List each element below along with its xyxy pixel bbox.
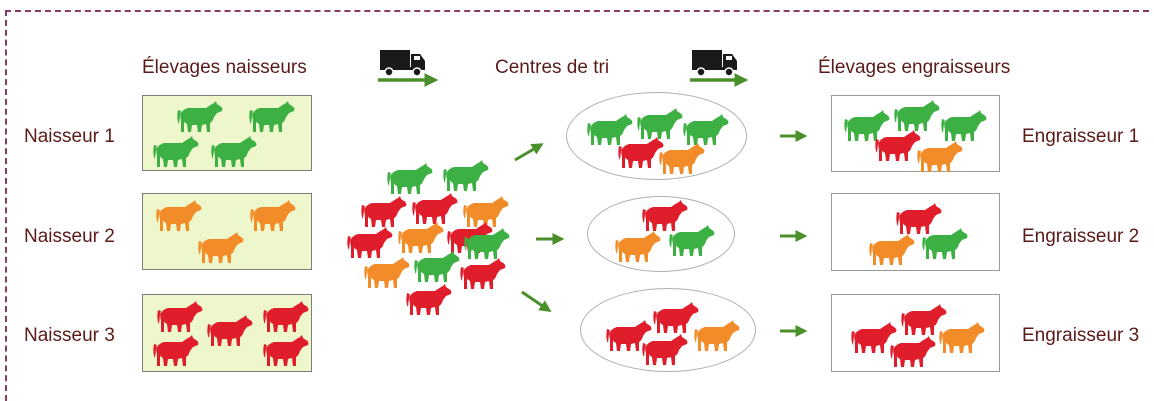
cow-icon bbox=[361, 196, 407, 227]
cow-icon bbox=[615, 231, 661, 262]
arrow-icon bbox=[521, 290, 552, 313]
label-engraisseur-3: Engraisseur 3 bbox=[1022, 325, 1140, 346]
mixed-pool bbox=[347, 160, 510, 315]
engraisseur-2-box bbox=[831, 193, 1000, 271]
cow-icon bbox=[250, 200, 296, 231]
cow-icon bbox=[659, 143, 705, 174]
cow-icon bbox=[637, 108, 683, 139]
dashed-frame bbox=[5, 10, 1149, 401]
cow-icon bbox=[157, 301, 203, 332]
cow-icon bbox=[263, 301, 309, 332]
header-elevages-engraisseurs: Élevages engraisseurs bbox=[818, 57, 1011, 78]
cow-icon bbox=[443, 160, 489, 191]
header-elevages-naisseurs: Élevages naisseurs bbox=[142, 57, 307, 78]
cow-icon bbox=[618, 137, 664, 168]
cow-icon bbox=[642, 200, 688, 231]
cow-icon bbox=[894, 100, 940, 131]
label-naisseur-3: Naisseur 3 bbox=[24, 325, 115, 346]
label-engraisseur-2: Engraisseur 2 bbox=[1022, 226, 1140, 247]
cow-icon bbox=[207, 315, 253, 346]
header-centres-de-tri: Centres de tri bbox=[495, 57, 610, 78]
cow-icon bbox=[694, 320, 740, 351]
cow-icon bbox=[263, 335, 309, 366]
cow-icon bbox=[851, 322, 897, 353]
cow-icon bbox=[387, 163, 433, 194]
cow-icon bbox=[406, 284, 452, 315]
cow-icon bbox=[875, 130, 921, 161]
cow-icon bbox=[249, 101, 295, 132]
naisseur-2-box bbox=[142, 193, 312, 270]
cow-icon bbox=[412, 193, 458, 224]
cow-icon bbox=[683, 114, 729, 145]
cow-icon bbox=[460, 258, 506, 289]
cow-icon bbox=[198, 232, 244, 263]
cow-icon bbox=[347, 227, 393, 258]
cow-icon bbox=[941, 110, 987, 141]
cow-icon bbox=[844, 110, 890, 141]
cow-icon bbox=[587, 114, 633, 145]
cow-icon bbox=[153, 136, 199, 167]
label-naisseur-1: Naisseur 1 bbox=[24, 126, 115, 147]
label-engraisseur-1: Engraisseur 1 bbox=[1022, 126, 1140, 147]
cow-icon bbox=[922, 228, 968, 259]
cow-icon bbox=[653, 302, 699, 333]
cow-icon bbox=[642, 334, 688, 365]
cow-icon bbox=[901, 304, 947, 335]
cow-icon bbox=[939, 322, 985, 353]
arrow-icon bbox=[514, 143, 544, 162]
truck-icon bbox=[691, 49, 738, 77]
cow-icon bbox=[890, 336, 936, 367]
cow-icon bbox=[211, 136, 257, 167]
cow-icon bbox=[917, 141, 963, 172]
cow-icon bbox=[153, 335, 199, 366]
cow-icon bbox=[669, 225, 715, 256]
cow-icon bbox=[364, 257, 410, 288]
label-naisseur-2: Naisseur 2 bbox=[24, 226, 115, 247]
cow-icon bbox=[177, 101, 223, 132]
cow-icon bbox=[869, 234, 915, 265]
truck-icon bbox=[379, 49, 426, 77]
cow-icon bbox=[156, 200, 202, 231]
cow-icon bbox=[896, 203, 942, 234]
